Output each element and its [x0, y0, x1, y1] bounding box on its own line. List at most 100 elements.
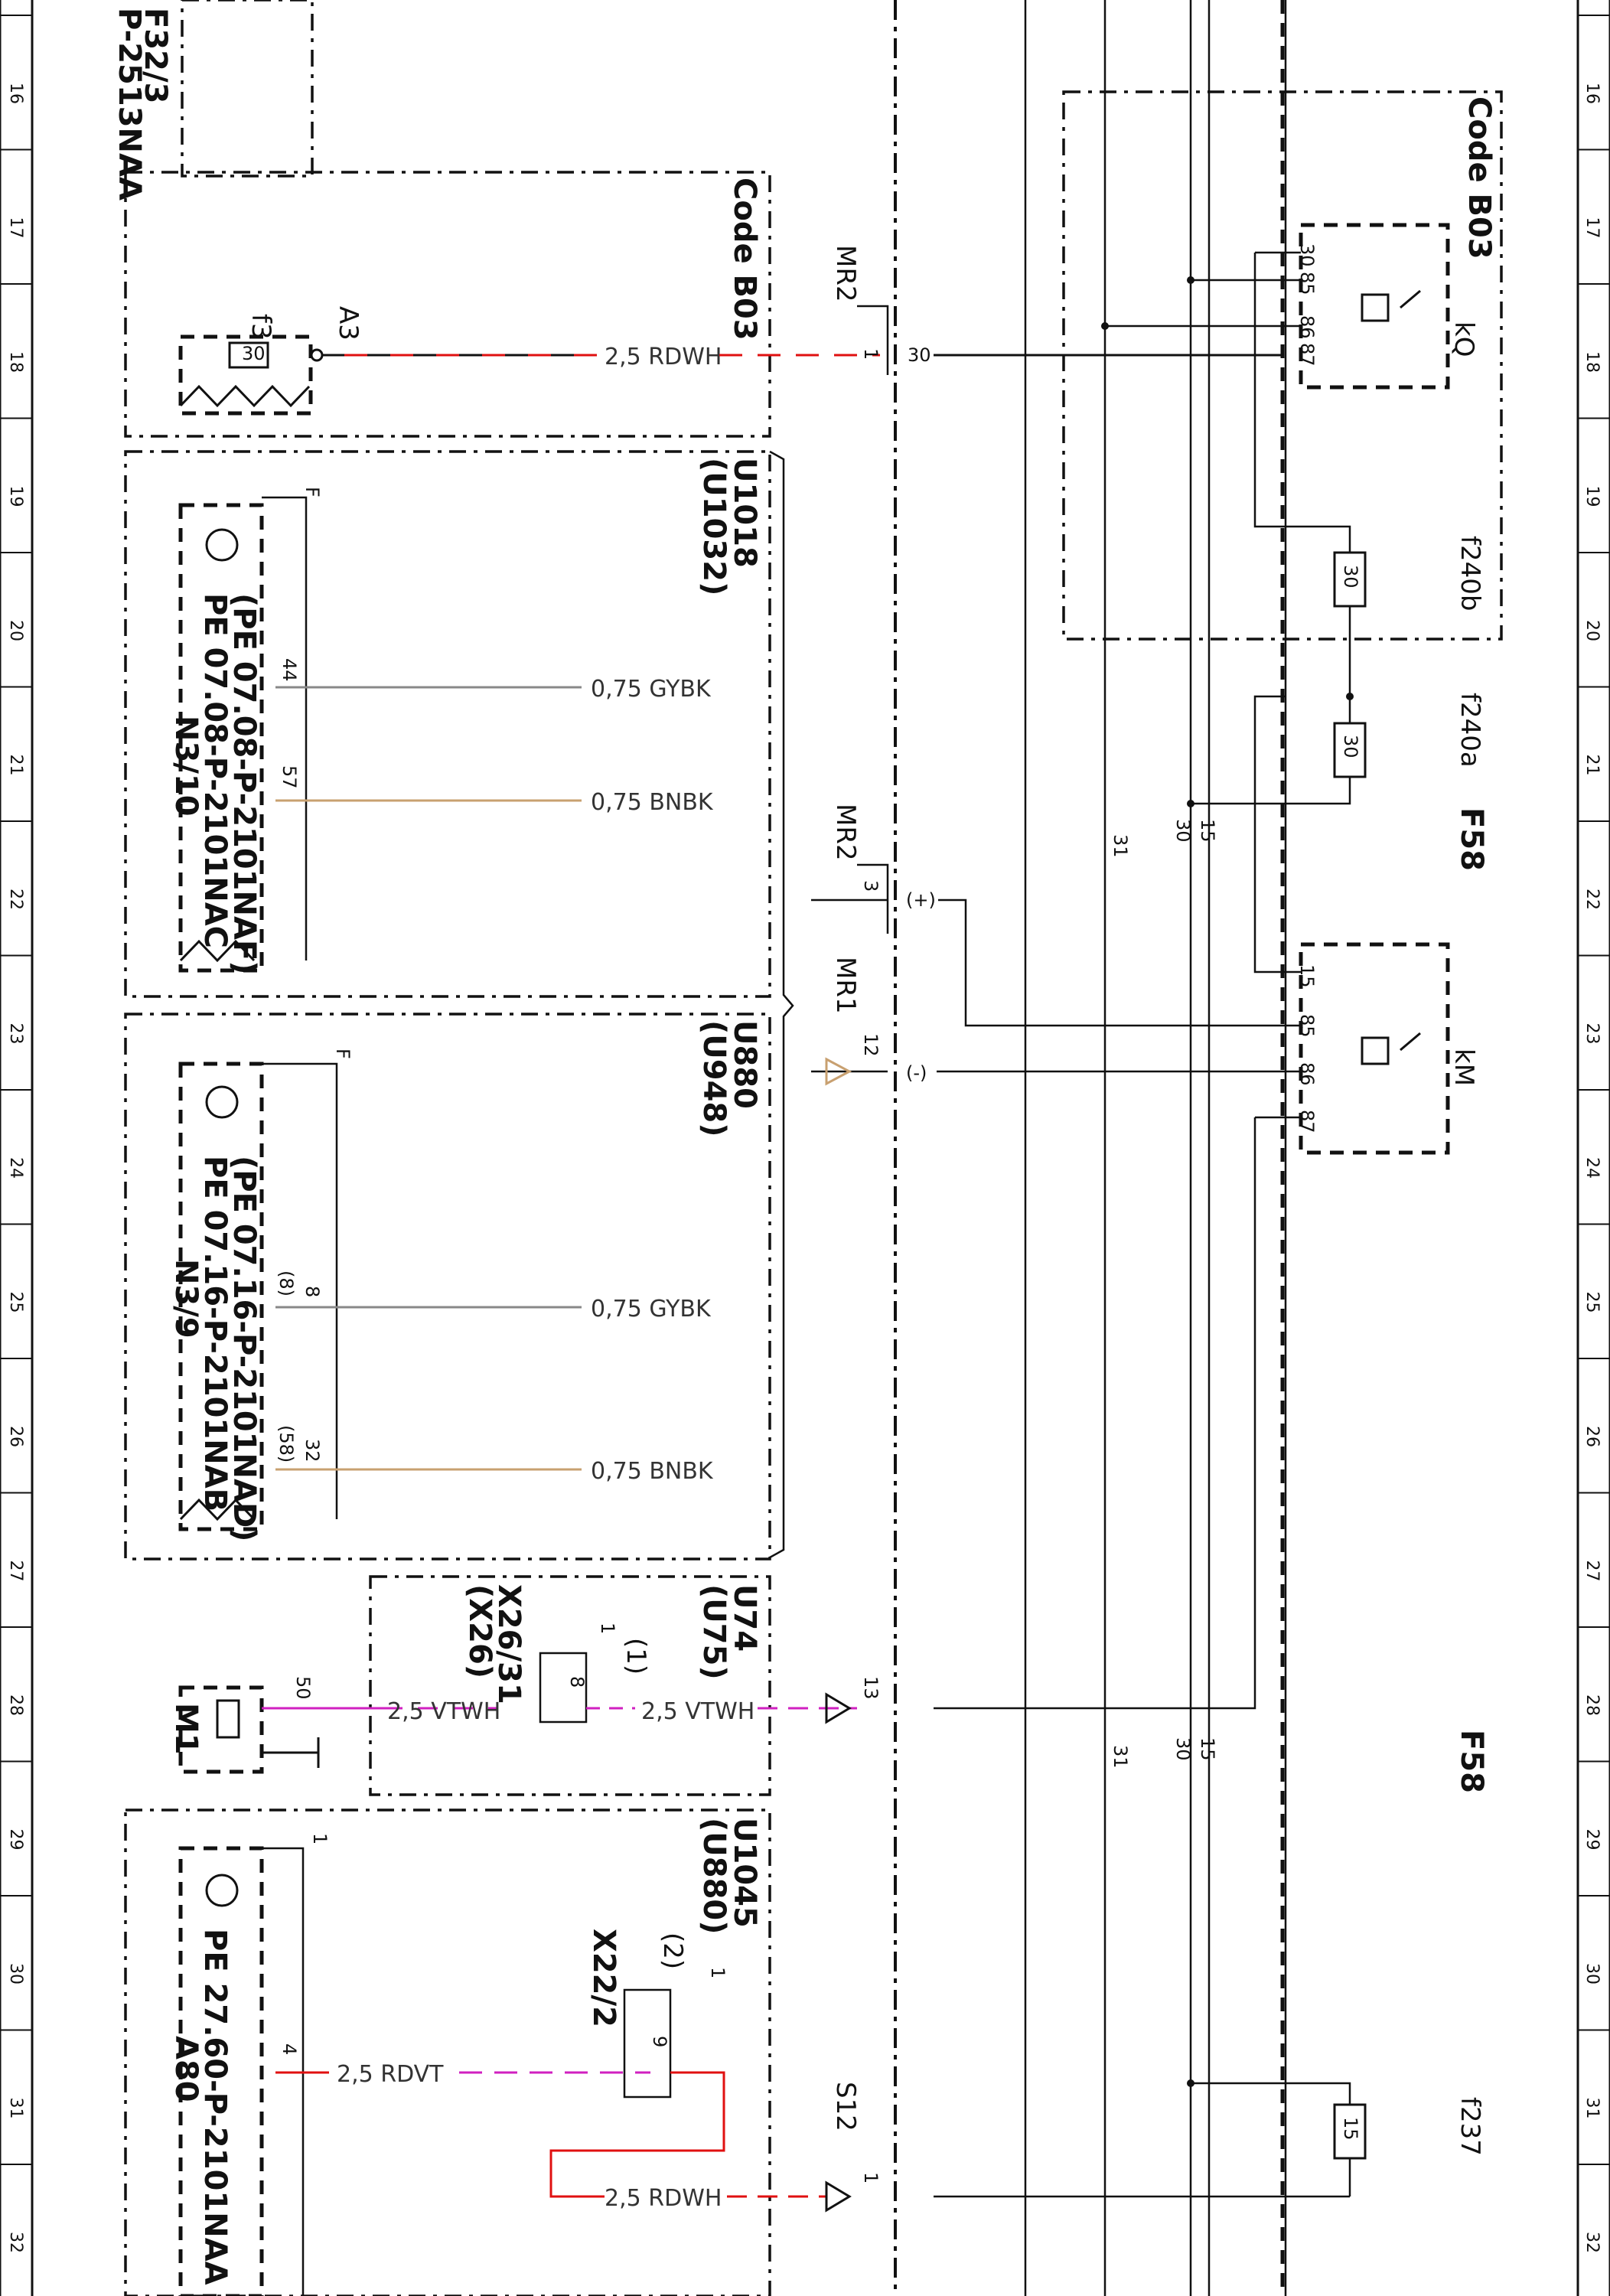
a80-box — [124, 1808, 771, 2296]
grid-number-left: 22 — [6, 889, 25, 910]
km-87-to-m1 — [934, 1117, 1256, 1710]
km-relay-box — [1299, 942, 1450, 1155]
a80-label: A80 — [168, 2036, 204, 2102]
kq-junction-85 — [1187, 276, 1194, 284]
grid-number-right: 26 — [1582, 1426, 1602, 1447]
grid-number-right: 29 — [1582, 1829, 1602, 1851]
wire-m1-left-label: 2,5 VTWH — [387, 1698, 500, 1725]
a80-u-code: U1045 — [727, 1818, 762, 1928]
rail-label-31-lower: 31 — [1110, 1745, 1131, 1769]
u74-box — [369, 1575, 771, 1796]
mr2-mid-pin: 3 — [860, 880, 882, 892]
c13-pin: 13 — [860, 1676, 882, 1700]
f240a-junction — [1187, 800, 1194, 807]
n3-9-pin-f: F — [332, 1049, 354, 1059]
grid-number-right: 30 — [1582, 1963, 1602, 1985]
n3-10-pin-44: 44 — [279, 658, 300, 682]
f3-fuse-label: f3 — [246, 314, 276, 340]
km-pin-87: 87 — [1296, 1110, 1318, 1133]
m1-motor-box — [178, 1685, 264, 1774]
grid-number-right: 22 — [1582, 889, 1602, 910]
km-pin-86: 86 — [1296, 1062, 1318, 1086]
grid-number-right: 16 — [1582, 83, 1602, 104]
grid-number-left: 16 — [6, 83, 25, 104]
f240b-label: f240b — [1455, 536, 1485, 611]
code-b03-left-box — [124, 171, 771, 438]
a3-terminal — [310, 348, 324, 362]
grid-number-left: 23 — [6, 1023, 25, 1045]
wire-s12-label: 2,5 RDWH — [605, 2185, 722, 2212]
u74-u-alt: (U75) — [696, 1584, 732, 1680]
f32-3-box — [181, 0, 314, 178]
code-b03-right-box — [1062, 90, 1503, 641]
a3-pin-label: A3 — [333, 306, 363, 341]
grid-number-left: 27 — [6, 1561, 25, 1582]
code-b03-left-label: Code B03 — [727, 178, 762, 341]
wire-m1-right-label: 2,5 VTWH — [641, 1698, 754, 1725]
n3-9-ref1: PE 07.16-P-2101NAB — [197, 1156, 233, 1512]
x22-2-connector — [623, 1988, 672, 2099]
x26-pin: 8 — [566, 1676, 588, 1688]
f237-wire-top — [1191, 2082, 1351, 2105]
mr1-arrow — [825, 1057, 852, 1086]
f58-label-lower: F58 — [1454, 1730, 1489, 1793]
grid-number-right: 20 — [1582, 620, 1602, 641]
mr1-pin: 12 — [860, 1033, 882, 1057]
km-contact — [1400, 1032, 1421, 1052]
kq-pin-87: 87 — [1296, 343, 1318, 367]
grid-number-right: 32 — [1582, 2232, 1602, 2253]
grid-number-left: 20 — [6, 620, 25, 641]
n3-9-ref2: (PE 07.16-P-2101NAD) — [227, 1156, 262, 1541]
grid-number-left: 24 — [6, 1157, 25, 1179]
x26-pin-1b: (1) — [621, 1638, 651, 1675]
rail-label-31: 31 — [1110, 834, 1131, 858]
n3-10-ref1: PE 07.08-P-2101NAC — [197, 593, 233, 948]
f240b-wire-top — [1301, 525, 1351, 553]
a80-u-alt: (U880) — [696, 1818, 732, 1935]
f58-label: F58 — [1454, 807, 1489, 871]
m1-pin-50: 50 — [292, 1676, 314, 1700]
kq-pin-85: 85 — [1296, 272, 1318, 295]
mr2-mid-bracket — [857, 863, 889, 934]
x22-2-pin-1: 1 — [707, 1967, 728, 1978]
x26-pin-1: 1 — [597, 1623, 618, 1634]
mr1-label: MR1 — [830, 957, 861, 1014]
grid-number-left: 29 — [6, 1829, 25, 1851]
wire-x22-loop — [549, 2071, 725, 2198]
x26-connector — [539, 1652, 588, 1724]
a80-pin-4: 4 — [279, 2043, 300, 2055]
n3-10-ground-zigzag — [179, 939, 256, 963]
f237-junction — [1187, 2079, 1194, 2087]
wire-44-label: 0,75 GYBK — [591, 676, 712, 703]
n3-9-u-alt: (U948) — [696, 1020, 732, 1137]
wire-32-label: 0,75 BNBK — [591, 1458, 714, 1485]
f3-fuse-symbol — [228, 341, 269, 369]
f240a-label: f240a — [1455, 693, 1485, 768]
s12-arrow — [825, 2180, 852, 2213]
grid-number-right: 31 — [1582, 2098, 1602, 2119]
f32-3-part: P-2513NAA — [112, 8, 147, 201]
s12-pin: 1 — [860, 2172, 882, 2183]
km-coil — [1361, 1036, 1390, 1065]
km-pin-15: 15 — [1296, 964, 1318, 988]
kq-coil — [1361, 293, 1390, 322]
grid-number-left: 19 — [6, 486, 25, 507]
n3-10-sensor-icon — [205, 528, 239, 562]
a80-ref: PE 27.60-P-2101NAA — [197, 1929, 233, 2285]
wire-8-label: 0,75 GYBK — [591, 1296, 712, 1322]
n3-9-module — [178, 1062, 264, 1531]
f32-3-label: F32/3 — [138, 8, 173, 103]
n3-10-u-alt: (U1032) — [696, 458, 732, 595]
grid-number-left: 21 — [6, 755, 25, 776]
wire-57-label: 0,75 BNBK — [591, 789, 714, 816]
rail-label-15: 15 — [1197, 819, 1218, 843]
a80-sensor-icon — [205, 1874, 239, 1907]
n3-9-ground-zigzag — [179, 1498, 256, 1521]
mr2-mid-label: MR2 — [830, 804, 861, 861]
rail-label-30: 30 — [1172, 819, 1194, 843]
u74-u-code: U74 — [727, 1584, 762, 1652]
kq-junction-86 — [1101, 322, 1109, 330]
